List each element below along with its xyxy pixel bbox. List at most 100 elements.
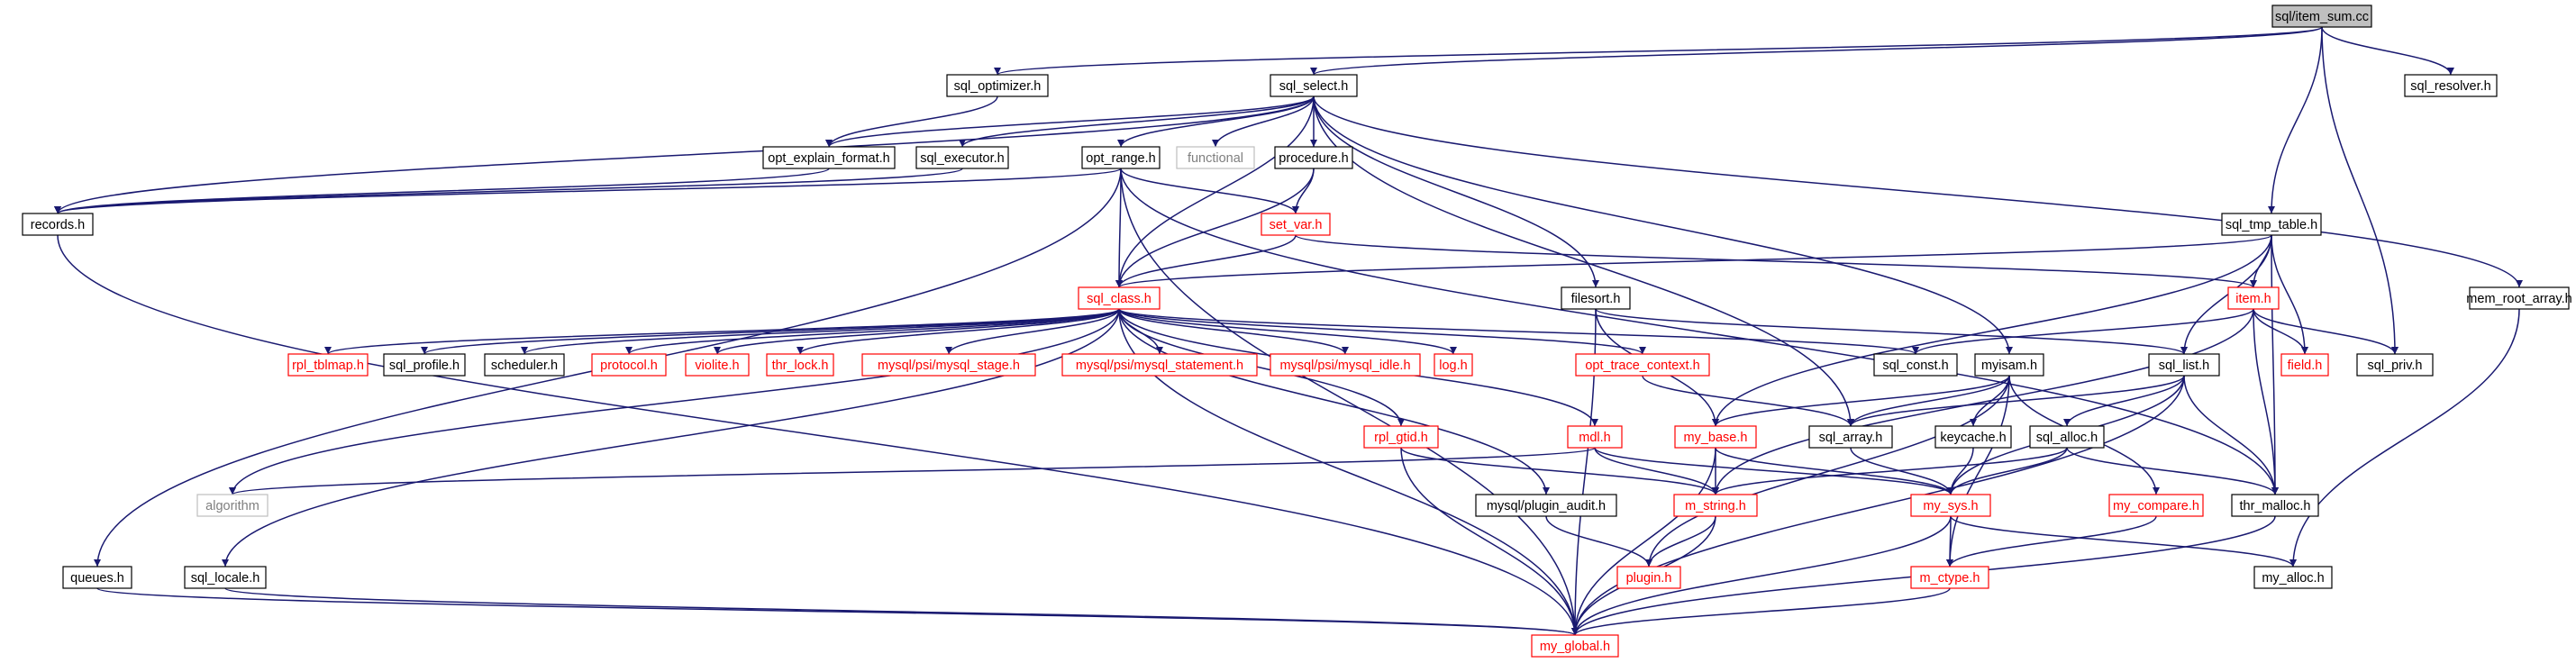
edge-sql_class-to-log [1118, 308, 1457, 355]
edge-line [1118, 308, 1405, 427]
edge-my_sys-to-my_alloc [1950, 515, 2297, 568]
node-label: m_ctype.h [1920, 571, 1980, 586]
node-rpl-gtid[interactable]: rpl_gtid.h [1363, 425, 1439, 449]
edge-sql_select-to-myisam [1313, 95, 2013, 355]
node-box [484, 353, 565, 377]
node-label: sql_profile.h [389, 359, 460, 373]
node-sql-locale[interactable]: sql_locale.h [184, 566, 267, 589]
node-rpl-tblmap[interactable]: rpl_tblmap.h [287, 353, 369, 377]
node-psi-statement[interactable]: mysql/psi/mysql_statement.h [1061, 353, 1258, 377]
node-sql-executor[interactable]: sql_executor.h [915, 146, 1009, 169]
node-sql-class[interactable]: sql_class.h [1078, 286, 1161, 310]
node-set-var[interactable]: set_var.h [1261, 213, 1331, 236]
node-box [22, 213, 94, 236]
edge-rpl_gtid-to-my_global [1400, 447, 1579, 636]
edge-sql_tmp_table-to-sql_class [1115, 234, 2272, 288]
node-sql-tmp-table[interactable]: sql_tmp_table.h [2221, 213, 2322, 236]
node-sql-const[interactable]: sql_const.h [1873, 353, 1958, 377]
node-box [1270, 74, 1358, 97]
node-keycache[interactable]: keycache.h [1934, 425, 2012, 449]
node-label: my_compare.h [2113, 499, 2199, 513]
edge-line [1947, 447, 2068, 495]
node-queues[interactable]: queues.h [62, 566, 132, 589]
edge-line [1313, 95, 2013, 355]
edge-myisam-to-m_ctype [1946, 375, 2010, 568]
edge-sql_optimizer-to-opt_explain_format [825, 95, 998, 148]
edge-line [1115, 168, 1124, 288]
node-box [2356, 353, 2434, 377]
node-sql-resolver[interactable]: sql_resolver.h [2404, 74, 2498, 97]
node-box [2404, 74, 2498, 97]
node-box [946, 74, 1049, 97]
node-records[interactable]: records.h [22, 213, 94, 236]
node-my-base[interactable]: my_base.h [1674, 425, 1757, 449]
node-label: set_var.h [1270, 218, 1323, 232]
node-sql-array[interactable]: sql_array.h [1808, 425, 1893, 449]
node-field[interactable]: field.h [2280, 353, 2329, 377]
node-box [1934, 425, 2012, 449]
node-filesort[interactable]: filesort.h [1561, 286, 1631, 310]
edge-item-to-m_string [1712, 308, 2254, 495]
edge-line [2183, 375, 2279, 495]
node-sql-alloc[interactable]: sql_alloc.h [2029, 425, 2105, 449]
edge-set_var-to-item [1295, 234, 2257, 288]
node-mem-root-array[interactable]: mem_root_array.h [2466, 286, 2572, 310]
edge-line [994, 26, 2323, 76]
node-label: thr_lock.h [772, 359, 829, 373]
node-my-compare[interactable]: my_compare.h [2108, 494, 2204, 517]
node-item-sum[interactable]: sql/item_sum.cc [2271, 5, 2372, 28]
node-psi-stage[interactable]: mysql/psi/mysql_stage.h [861, 353, 1036, 377]
node-my-global[interactable]: my_global.h [1531, 634, 1619, 658]
node-myisam[interactable]: myisam.h [1974, 353, 2044, 377]
edge-line [1120, 168, 2279, 495]
node-label: sql_executor.h [920, 151, 1005, 166]
node-box [915, 146, 1009, 169]
node-sql-select[interactable]: sql_select.h [1270, 74, 1358, 97]
edge-line [825, 95, 1315, 148]
node-m-ctype[interactable]: m_ctype.h [1910, 566, 1989, 589]
node-sql-list[interactable]: sql_list.h [2148, 353, 2220, 377]
node-mdl[interactable]: mdl.h [1567, 425, 1623, 449]
node-violite[interactable]: violite.h [685, 353, 750, 377]
edge-line [1594, 447, 1719, 495]
edge-line [54, 168, 830, 214]
edge-line [1946, 375, 2010, 568]
node-psi-idle[interactable]: mysql/psi/mysql_idle.h [1270, 353, 1421, 377]
node-sql-priv[interactable]: sql_priv.h [2356, 353, 2434, 377]
edge-sql_list-to-sql_array [1847, 375, 2185, 427]
node-item[interactable]: item.h [2227, 286, 2280, 310]
edge-line [1313, 95, 2523, 288]
node-opt-explain-format[interactable]: opt_explain_format.h [762, 146, 896, 169]
edge-line [1712, 375, 2010, 427]
edge-line [1118, 308, 1457, 355]
node-my-sys[interactable]: my_sys.h [1910, 494, 1991, 517]
edge-line [421, 308, 1120, 355]
node-plugin-audit[interactable]: mysql/plugin_audit.h [1475, 494, 1617, 517]
node-label: my_alloc.h [2262, 571, 2324, 586]
edge-myisam-to-my_base [1712, 375, 2010, 427]
edge-line [2289, 308, 2520, 568]
node-label: plugin.h [1626, 571, 1672, 586]
node-protocol[interactable]: protocol.h [591, 353, 667, 377]
edge-item_sum-to-sql_resolver [2321, 26, 2454, 76]
node-m-string[interactable]: m_string.h [1673, 494, 1758, 517]
edge-line [1313, 95, 1599, 288]
edge-opt_trace_context-to-sql_array [1642, 375, 1854, 427]
node-sql-profile[interactable]: sql_profile.h [383, 353, 466, 377]
edge-sql_executor-to-records [54, 168, 963, 214]
node-label: keycache.h [1940, 431, 2006, 445]
node-opt-range[interactable]: opt_range.h [1081, 146, 1161, 169]
node-thr-malloc[interactable]: thr_malloc.h [2231, 494, 2319, 517]
node-procedure[interactable]: procedure.h [1274, 146, 1353, 169]
node-thr-lock[interactable]: thr_lock.h [766, 353, 834, 377]
node-log[interactable]: log.h [1434, 353, 1473, 377]
node-opt-trace-context[interactable]: opt_trace_context.h [1575, 353, 1710, 377]
node-plugin[interactable]: plugin.h [1616, 566, 1681, 589]
node-label: sql_alloc.h [2036, 431, 2098, 445]
edge-line [2066, 447, 2279, 495]
node-my-alloc[interactable]: my_alloc.h [2253, 566, 2333, 589]
node-sql-optimizer[interactable]: sql_optimizer.h [946, 74, 1049, 97]
node-scheduler[interactable]: scheduler.h [484, 353, 565, 377]
edge-line [796, 308, 1120, 355]
